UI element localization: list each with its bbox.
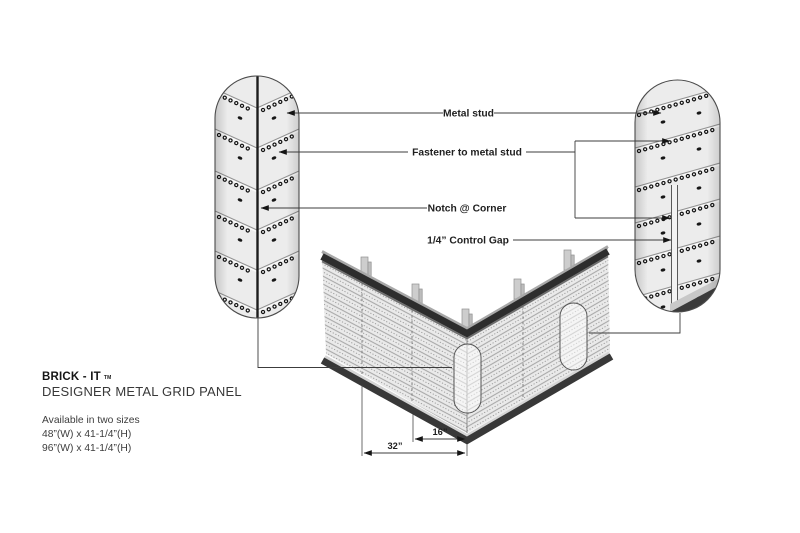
left-detail-courses (215, 76, 299, 318)
dimension-16: 16” (412, 414, 468, 456)
label-control-gap: 1/4” Control Gap (427, 236, 509, 247)
dimension-32-label: 32” (388, 441, 403, 451)
dimension-32: 32” (361, 385, 466, 456)
detail-capsule-outline (634, 79, 721, 313)
right-wall-callout-oval (559, 302, 588, 371)
left-detail-leader (257, 318, 452, 368)
right-panel-detail (634, 79, 721, 313)
label-fastener: Fastener to metal stud (412, 148, 522, 159)
label-notch: Notch @ Corner (428, 204, 507, 215)
availability-note: Available in two sizes (42, 415, 140, 426)
top-cap (320, 245, 610, 340)
right-detail-courses (635, 80, 720, 312)
bottom-track (320, 351, 614, 445)
label-metal-stud: Metal stud (443, 109, 494, 120)
corner-callout-oval (453, 343, 482, 414)
callout-notch: Notch @ Corner (260, 204, 507, 215)
size-option-2: 96”(W) x 41-1/4”(H) (42, 443, 132, 454)
left-corner-detail (214, 75, 300, 319)
corner-panel-drawing (320, 245, 614, 445)
callout-control-gap: 1/4” Control Gap (427, 236, 672, 247)
callout-fastener: Fastener to metal stud (278, 138, 671, 221)
trademark: TM (103, 375, 112, 381)
size-option-1: 48”(W) x 41-1/4”(H) (42, 429, 132, 440)
callout-metal-stud: Metal stud (286, 109, 662, 120)
product-name: DESIGNER METAL GRID PANEL (42, 384, 242, 399)
brand-name: BRICK - IT (42, 371, 101, 383)
right-wall-face (467, 248, 610, 433)
right-detail-leader (589, 313, 681, 334)
dimension-16-label: 16” (433, 427, 448, 437)
detail-capsule-outline (214, 75, 300, 319)
left-wall-face (322, 253, 467, 433)
